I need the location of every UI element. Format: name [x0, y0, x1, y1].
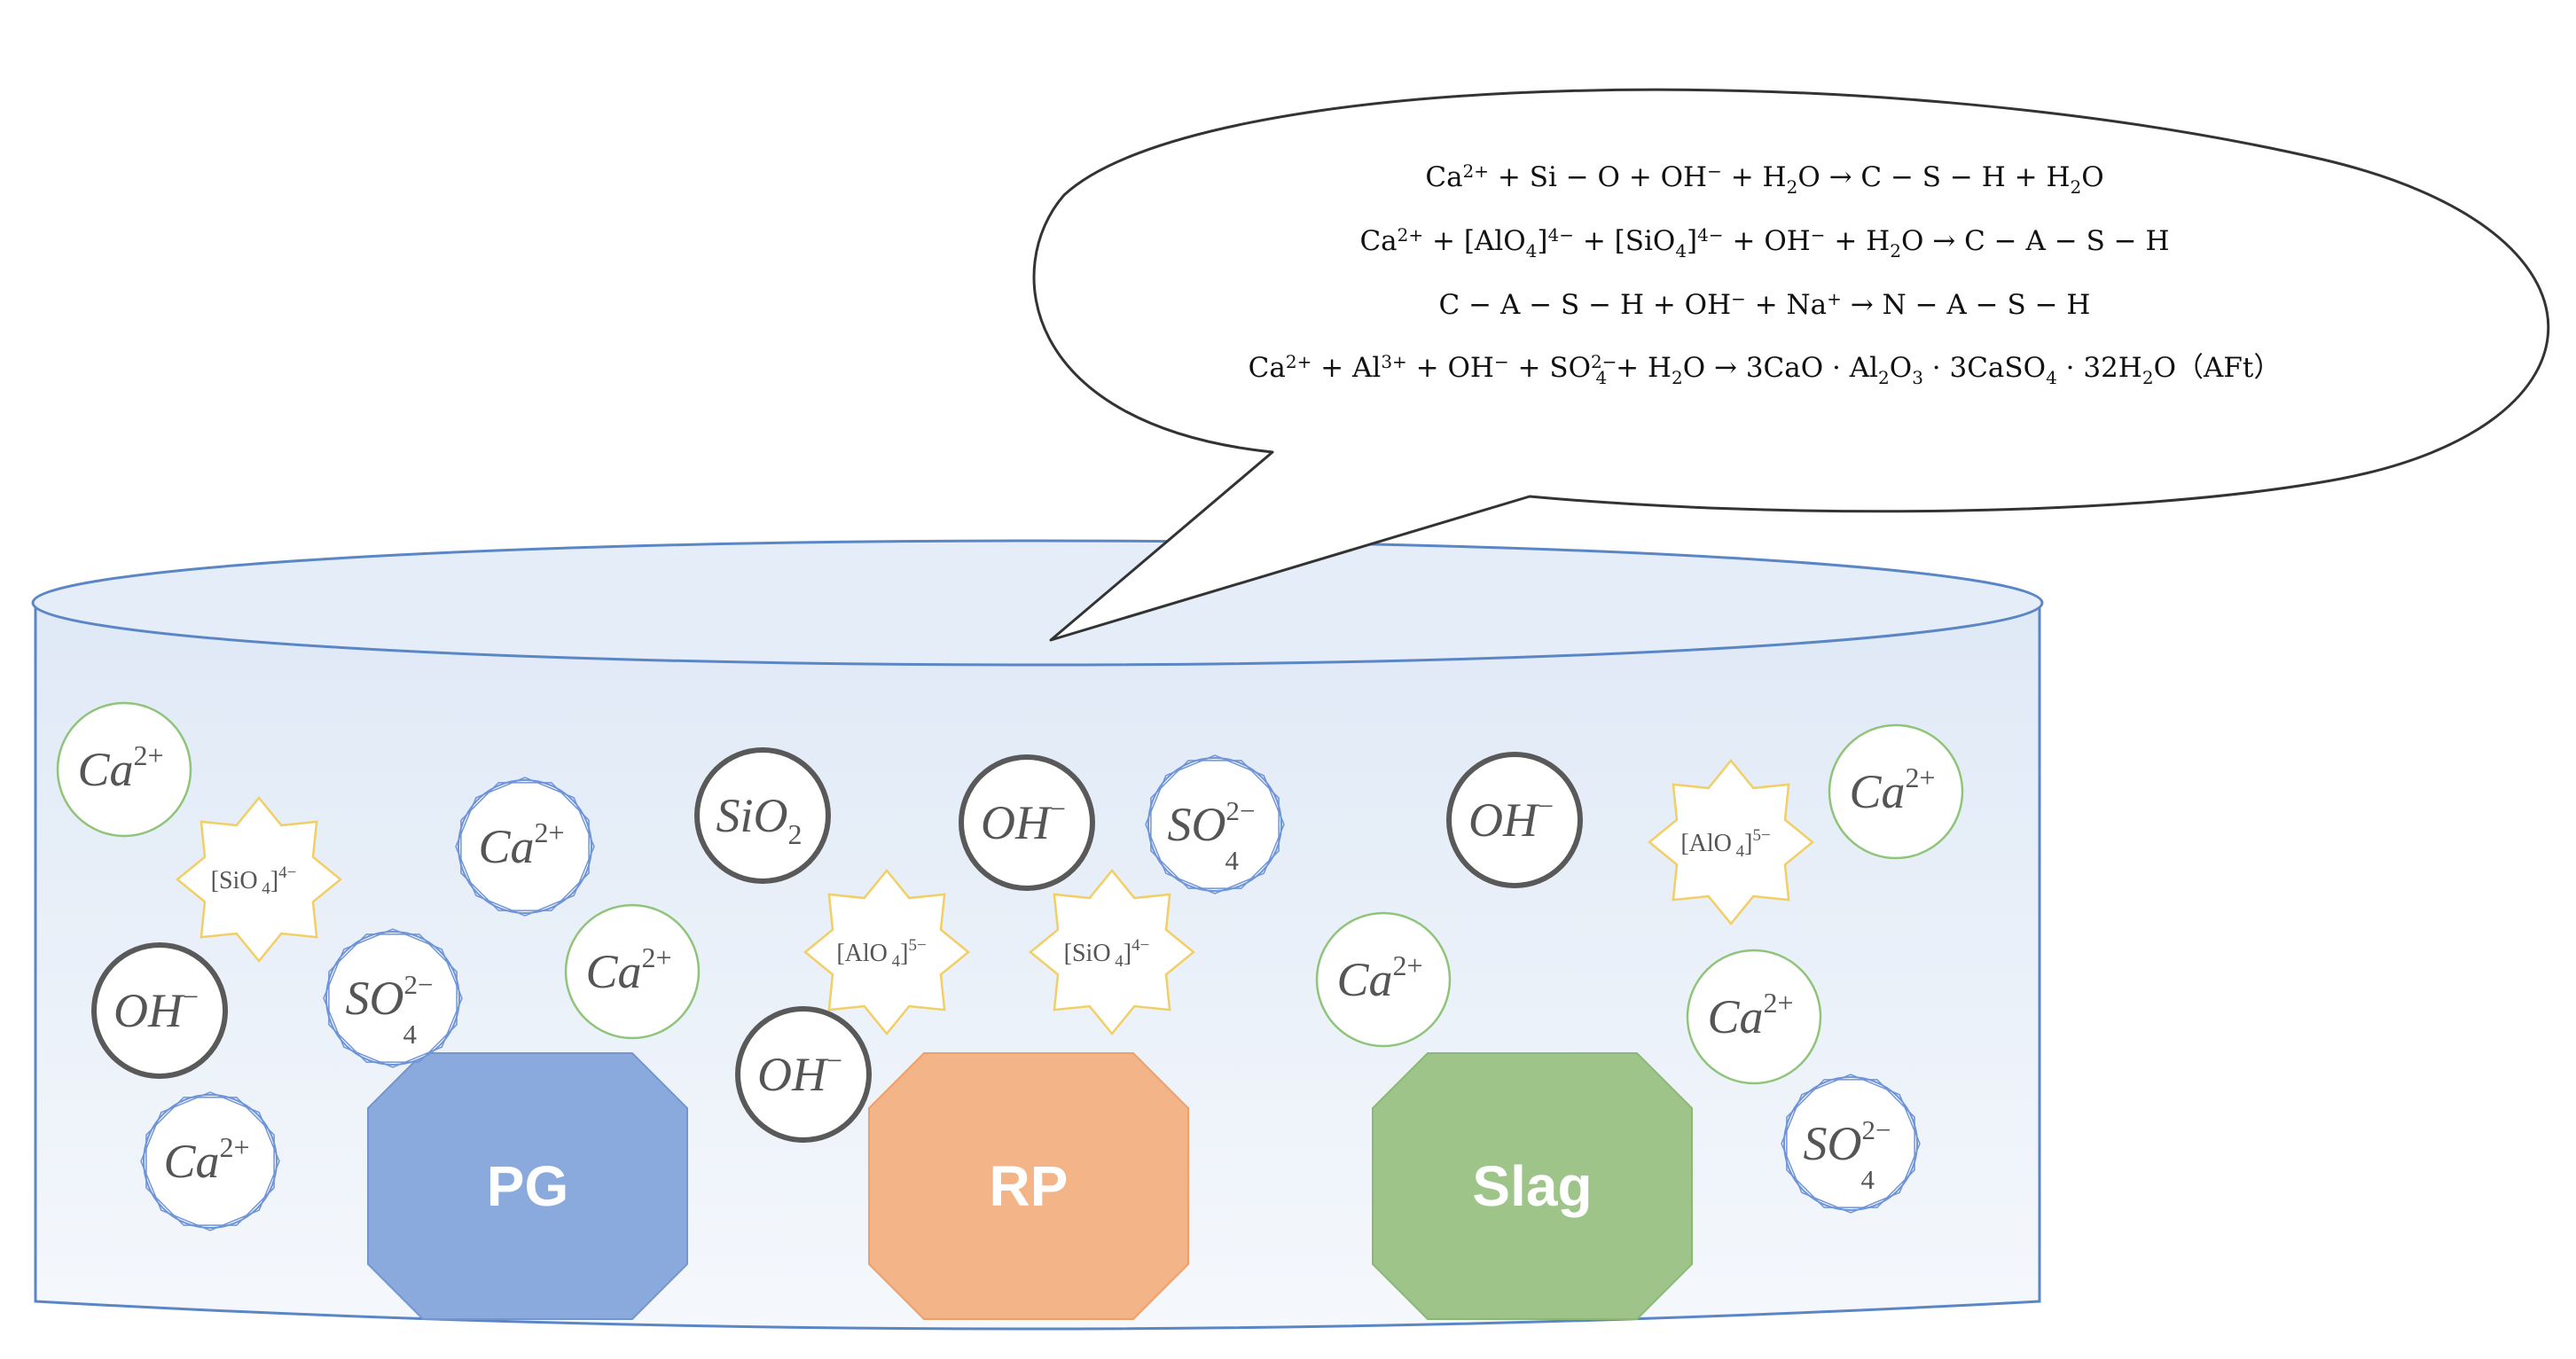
ca-ion: Ca2+ — [1315, 911, 1452, 1048]
block-shape — [868, 1052, 1189, 1320]
so4-ion: SO2−4 — [1781, 1074, 1921, 1214]
block-label: PG — [487, 1154, 568, 1218]
ion-label: SO2−4 — [346, 969, 434, 1050]
ion-label: [SiO 4]4− — [211, 863, 297, 898]
ion-particles: Ca2+Ca2+Ca2+Ca2+Ca2+Ca2+Ca2+SO2−4SO2−4SO… — [56, 701, 1964, 1231]
container-rim — [31, 539, 2044, 667]
material-blocks: PG RP Slag — [367, 1052, 1693, 1320]
ca-ion: Ca2+ — [455, 777, 595, 917]
equation-1: Ca2+ + Si − O + OH− + H2O → C − S − H + … — [1425, 160, 2103, 198]
block-shape — [1372, 1052, 1693, 1320]
block-label: Slag — [1472, 1154, 1592, 1218]
ion-label: SiO2 — [716, 789, 803, 850]
equation-2: Ca2+ + [AlO4]4− + [SiO4]4− + OH− + H2O →… — [1359, 224, 2169, 262]
ion-label: Ca2+ — [1707, 987, 1793, 1043]
alo4-ion: [AlO 4]5− — [803, 869, 970, 1035]
oh-ion: OH− — [735, 1006, 872, 1143]
ca-ion: Ca2+ — [56, 701, 192, 838]
ca-ion: Ca2+ — [564, 903, 701, 1040]
equation-3: C − A − S − H + OH− + Na+ → N − A − S − … — [1439, 288, 2091, 321]
ion-label: OH− — [114, 980, 199, 1037]
sio2-ion: SiO2 — [694, 747, 831, 884]
so4-ion: SO2−4 — [1145, 754, 1285, 894]
ion-label: Ca2+ — [585, 941, 671, 998]
equation-4: Ca2+ + Al3+ + OH− + SO2−4 + H2O → 3CaO ·… — [1249, 351, 2282, 388]
oh-ion: OH− — [91, 942, 228, 1079]
ca-ion: Ca2+ — [1828, 723, 1964, 860]
block-shape — [367, 1052, 688, 1320]
so4-ion: SO2−4 — [323, 928, 463, 1068]
ion-label: [AlO 4]5− — [836, 936, 926, 971]
ion-label: OH− — [757, 1044, 842, 1101]
ion-label: Ca2+ — [163, 1131, 249, 1188]
alo4-ion: [AlO 4]5− — [1648, 759, 1814, 926]
sio4-ion: [SiO 4]4− — [1029, 869, 1195, 1035]
block-pg: PG — [367, 1052, 688, 1320]
oh-ion: OH− — [1446, 752, 1583, 888]
oh-ion: OH− — [959, 754, 1095, 891]
ion-label: Ca2+ — [1336, 949, 1422, 1006]
ion-label: Ca2+ — [478, 816, 564, 873]
block-slag: Slag — [1372, 1052, 1693, 1320]
block-label: RP — [990, 1154, 1069, 1218]
ca-ion: Ca2+ — [1686, 949, 1822, 1085]
ion-label: Ca2+ — [77, 739, 163, 796]
speech-bubble — [1032, 88, 2550, 642]
reaction-equations: Ca2+ + Si − O + OH− + H2O → C − S − H + … — [1249, 160, 2282, 388]
ion-label: Ca2+ — [1849, 762, 1935, 818]
block-rp: RP — [868, 1052, 1189, 1320]
ion-label: [SiO 4]4− — [1064, 936, 1150, 971]
ion-label: [AlO 4]5− — [1680, 826, 1770, 861]
ion-label: OH− — [981, 793, 1066, 849]
ca-ion: Ca2+ — [140, 1091, 280, 1231]
sio4-ion: [SiO 4]4− — [176, 796, 342, 963]
ion-label: SO2−4 — [1804, 1114, 1891, 1195]
ion-label: SO2−4 — [1168, 795, 1256, 876]
ion-label: OH− — [1468, 790, 1554, 847]
